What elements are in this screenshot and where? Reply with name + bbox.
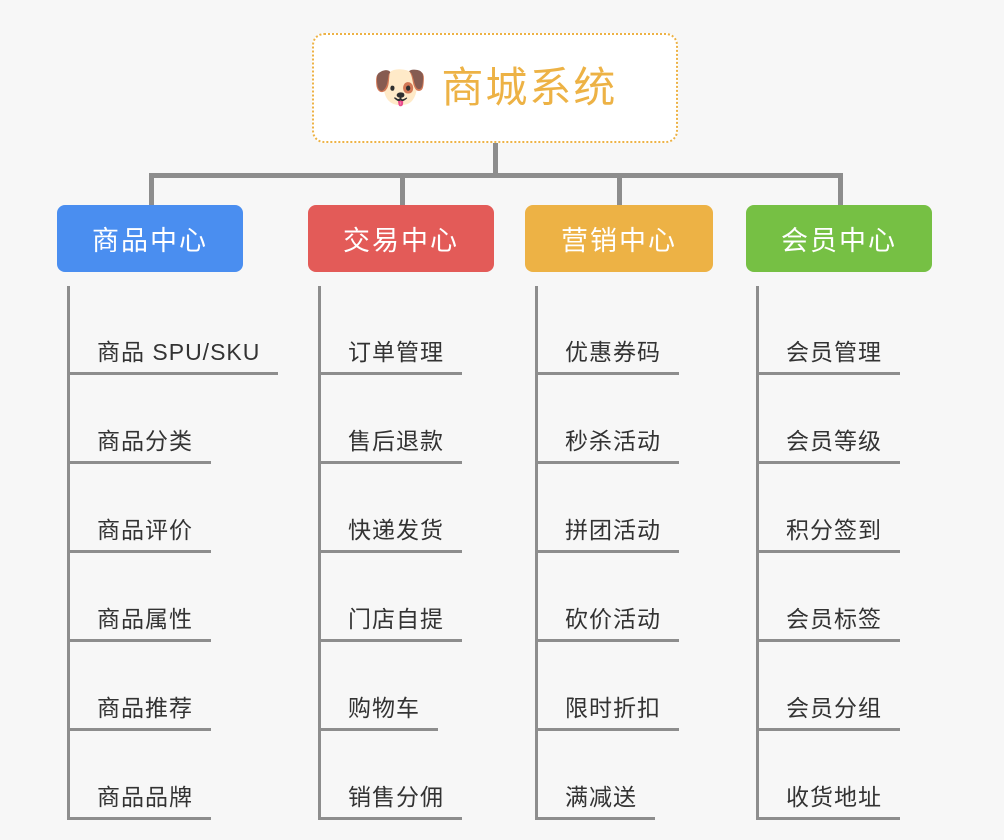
- list-item[interactable]: 快递发货: [318, 464, 494, 553]
- leaf-area-product-center: 商品 SPU/SKU 商品分类商品评价商品属性商品推荐商品品牌: [57, 286, 279, 820]
- shiba-dog-face-icon: 🐶: [372, 63, 428, 112]
- list-item[interactable]: 会员管理: [756, 286, 932, 375]
- list-item[interactable]: 商品分类: [67, 375, 243, 464]
- leaf-list-member-center: 会员管理会员等级积分签到会员标签会员分组收货地址: [746, 286, 932, 820]
- leaf-label: 商品品牌: [67, 784, 211, 820]
- leaf-label: 会员标签: [756, 606, 900, 642]
- list-item[interactable]: 商品推荐: [67, 642, 243, 731]
- leaf-label: 订单管理: [318, 339, 462, 375]
- list-item[interactable]: 满减送: [535, 731, 713, 820]
- column-marketing-center: 营销中心优惠券码秒杀活动拼团活动砍价活动限时折扣满减送: [525, 205, 713, 820]
- leaf-label: 售后退款: [318, 428, 462, 464]
- trunk-line-member-center: [756, 286, 759, 820]
- list-item[interactable]: 会员分组: [756, 642, 932, 731]
- connector-stem: [493, 143, 498, 176]
- connector-drop-trade-center: [400, 173, 405, 208]
- list-item[interactable]: 订单管理: [318, 286, 494, 375]
- leaf-label: 商品属性: [67, 606, 211, 642]
- list-item[interactable]: 会员等级: [756, 375, 932, 464]
- leaf-label: 秒杀活动: [535, 428, 679, 464]
- leaf-list-product-center: 商品 SPU/SKU 商品分类商品评价商品属性商品推荐商品品牌: [57, 286, 279, 820]
- column-trade-center: 交易中心订单管理售后退款快递发货门店自提购物车销售分佣: [308, 205, 494, 820]
- leaf-label: 会员管理: [756, 339, 900, 375]
- leaf-label: 销售分佣: [318, 784, 462, 820]
- leaf-label: 门店自提: [318, 606, 462, 642]
- category-header-marketing-center[interactable]: 营销中心: [525, 205, 713, 272]
- leaf-label: 满减送: [535, 784, 655, 820]
- column-product-center: 商品中心商品 SPU/SKU 商品分类商品评价商品属性商品推荐商品品牌: [57, 205, 279, 820]
- list-item[interactable]: 拼团活动: [535, 464, 713, 553]
- leaf-label: 商品评价: [67, 517, 211, 553]
- category-header-member-center[interactable]: 会员中心: [746, 205, 932, 272]
- list-item[interactable]: 积分签到: [756, 464, 932, 553]
- connector-bus: [149, 173, 839, 178]
- leaf-area-marketing-center: 优惠券码秒杀活动拼团活动砍价活动限时折扣满减送: [525, 286, 713, 820]
- connector-drop-product-center: [149, 173, 154, 208]
- list-item[interactable]: 收货地址: [756, 731, 932, 820]
- list-item[interactable]: 砍价活动: [535, 553, 713, 642]
- leaf-label: 拼团活动: [535, 517, 679, 553]
- leaf-list-trade-center: 订单管理售后退款快递发货门店自提购物车销售分佣: [308, 286, 494, 820]
- root-node[interactable]: 🐶 商城系统: [312, 33, 678, 143]
- leaf-label: 会员分组: [756, 695, 900, 731]
- leaf-label: 商品分类: [67, 428, 211, 464]
- leaf-label: 快递发货: [318, 517, 462, 553]
- list-item[interactable]: 限时折扣: [535, 642, 713, 731]
- leaf-label: 商品推荐: [67, 695, 211, 731]
- list-item[interactable]: 门店自提: [318, 553, 494, 642]
- list-item[interactable]: 购物车: [318, 642, 494, 731]
- leaf-area-member-center: 会员管理会员等级积分签到会员标签会员分组收货地址: [746, 286, 932, 820]
- leaf-label: 收货地址: [756, 784, 900, 820]
- trunk-line-trade-center: [318, 286, 321, 820]
- list-item[interactable]: 优惠券码: [535, 286, 713, 375]
- category-header-product-center[interactable]: 商品中心: [57, 205, 243, 272]
- list-item[interactable]: 售后退款: [318, 375, 494, 464]
- list-item[interactable]: 秒杀活动: [535, 375, 713, 464]
- connector-drop-marketing-center: [617, 173, 622, 208]
- leaf-label: 会员等级: [756, 428, 900, 464]
- list-item[interactable]: 销售分佣: [318, 731, 494, 820]
- leaf-label: 商品 SPU/SKU: [67, 339, 279, 375]
- column-member-center: 会员中心会员管理会员等级积分签到会员标签会员分组收货地址: [746, 205, 932, 820]
- list-item[interactable]: 商品品牌: [67, 731, 243, 820]
- leaf-list-marketing-center: 优惠券码秒杀活动拼团活动砍价活动限时折扣满减送: [525, 286, 713, 820]
- connector-drop-member-center: [838, 173, 843, 208]
- category-header-trade-center[interactable]: 交易中心: [308, 205, 494, 272]
- list-item[interactable]: 商品 SPU/SKU: [67, 286, 279, 375]
- list-item[interactable]: 商品评价: [67, 464, 243, 553]
- trunk-line-product-center: [67, 286, 70, 820]
- leaf-label: 优惠券码: [535, 339, 679, 375]
- leaf-label: 砍价活动: [535, 606, 679, 642]
- root-title: 商城系统: [441, 64, 618, 111]
- leaf-area-trade-center: 订单管理售后退款快递发货门店自提购物车销售分佣: [308, 286, 494, 820]
- leaf-label: 积分签到: [756, 517, 900, 553]
- list-item[interactable]: 会员标签: [756, 553, 932, 642]
- leaf-label: 购物车: [318, 695, 438, 731]
- list-item[interactable]: 商品属性: [67, 553, 243, 642]
- leaf-label: 限时折扣: [535, 695, 679, 731]
- trunk-line-marketing-center: [535, 286, 538, 820]
